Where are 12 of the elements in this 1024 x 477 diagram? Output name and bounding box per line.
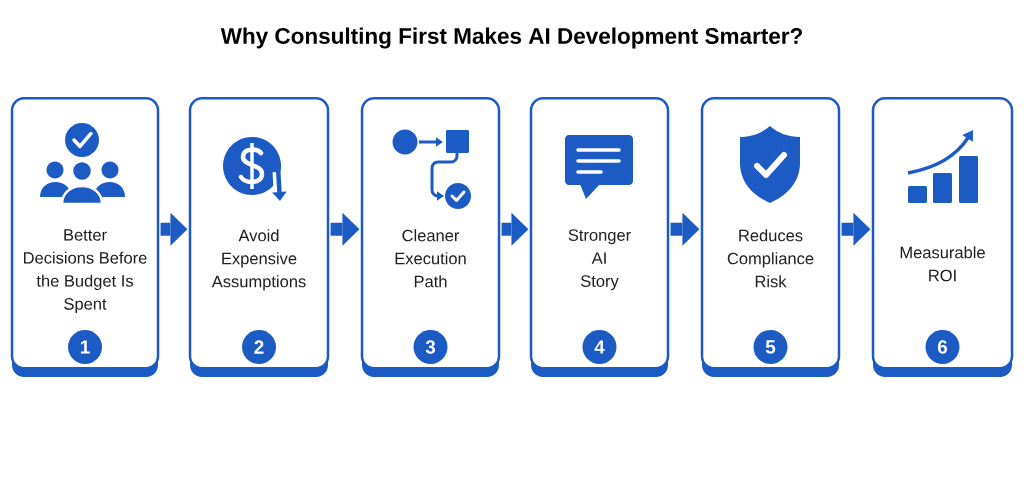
arrow: [330, 212, 360, 246]
arrow: [670, 212, 700, 246]
number-badge: 4: [582, 330, 617, 364]
number-badge: 6: [925, 330, 960, 364]
number-badge: 2: [242, 330, 276, 364]
number-badge: 5: [753, 330, 788, 364]
arrow: [841, 212, 871, 246]
number-badge: 1: [68, 330, 102, 364]
number-badge: 3: [413, 330, 448, 364]
title: Why Consulting First Makes AI Development Smarter?: [220, 27, 802, 49]
arrow: [501, 212, 529, 246]
arrow: [160, 212, 188, 246]
